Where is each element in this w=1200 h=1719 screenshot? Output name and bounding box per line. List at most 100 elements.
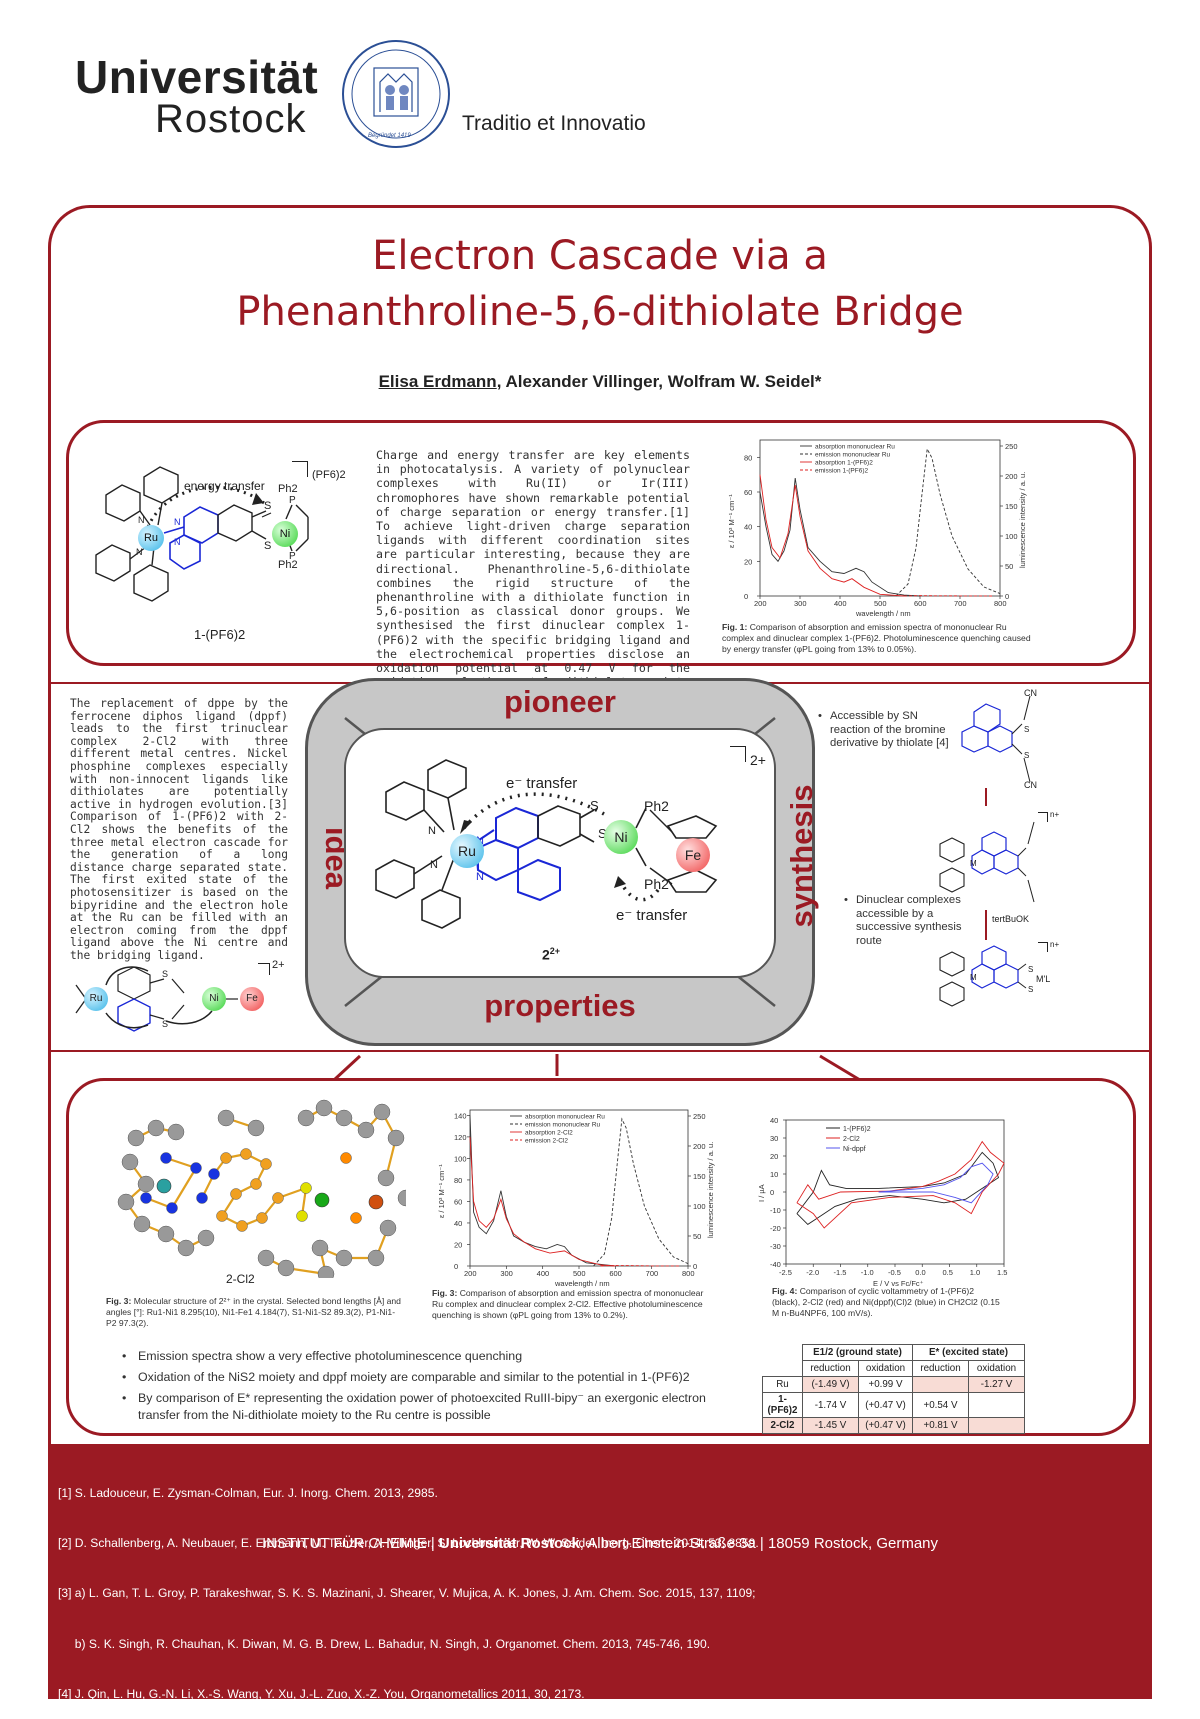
x-tick-label: 300 <box>794 599 807 608</box>
e-transfer-top: e⁻ transfer <box>506 774 577 792</box>
center-charge: 2+ <box>750 752 766 768</box>
synthesis-charge-1: n+ <box>1050 810 1059 819</box>
svg-text:M: M <box>970 859 977 868</box>
legend-entry: emission 1-(PF6)2 <box>815 468 868 475</box>
svg-text:S: S <box>1028 965 1033 974</box>
x-tick-label: 500 <box>874 599 887 608</box>
y2-tick-label: 0 <box>693 1262 697 1271</box>
legend-entry: 2-Cl2 <box>843 1136 860 1143</box>
series-line <box>797 1142 1004 1228</box>
fig3a-label: Fig. 3: <box>106 1296 131 1306</box>
fig4-text: Comparison of cyclic voltammetry of 1-(P… <box>772 1286 1000 1318</box>
legend-entry: emission mononuclear Ru <box>525 1122 601 1129</box>
title-line-2: Phenanthroline-5,6-dithiolate Bridge <box>60 284 1140 340</box>
reference-item: [3] a) L. Gan, T. L. Groy, P. Tarakeshwa… <box>58 1586 1148 1600</box>
idea-ru-atom: Ru <box>84 987 108 1011</box>
svg-text:N: N <box>174 517 181 527</box>
series-line <box>594 1119 689 1266</box>
atom <box>178 1240 194 1256</box>
atom <box>134 1216 150 1232</box>
table-cell: (+0.47 V) <box>859 1418 913 1434</box>
center-label-charge: 2+ <box>550 946 560 956</box>
legend-entry: 1-(PF6)2 <box>843 1126 871 1133</box>
y2-tick-label: 150 <box>1005 502 1018 511</box>
institute-line: INSTITUT FÜR CHEMIE | Universität Rostoc… <box>48 1535 1152 1552</box>
table-cell: (+0.47 V) <box>859 1393 913 1418</box>
series-line <box>896 449 1000 596</box>
y-tick-label: 140 <box>454 1111 467 1120</box>
seal-text: Begründet 1419 <box>368 133 411 139</box>
atom <box>158 1226 174 1242</box>
table-cell <box>969 1418 1025 1434</box>
fig3a-caption: Fig. 3: Molecular structure of 2²⁺ in th… <box>106 1296 404 1329</box>
svg-text:S: S <box>162 1019 168 1029</box>
atom <box>341 1153 352 1164</box>
x-tick-label: -2.0 <box>806 1268 819 1277</box>
ni-atom: Ni <box>272 521 298 547</box>
center-ph2-bottom: Ph2 <box>644 876 669 892</box>
svg-text:N: N <box>428 825 436 837</box>
atom <box>248 1120 264 1136</box>
intro-text: Charge and energy transfer are key eleme… <box>376 448 690 704</box>
x-tick-label: 700 <box>646 1269 659 1278</box>
y-axis-label: ε / 10³ M⁻¹ cm⁻¹ <box>437 1164 446 1218</box>
x-tick-label: 300 <box>500 1269 513 1278</box>
atom <box>336 1110 352 1126</box>
legend-entry: emission 2-Cl2 <box>525 1138 568 1145</box>
institute-address: , Albert-Einstein-Straße 3a | 18059 Rost… <box>580 1535 938 1552</box>
atom <box>316 1100 332 1116</box>
table-header-excited: E* (excited state) <box>913 1345 1025 1361</box>
center-label-number: 2 <box>542 947 550 963</box>
y-tick-label: -20 <box>770 1224 781 1233</box>
structure-1-pf6: S S P P N N N N Ru Ni energy transfer Ph… <box>86 455 366 650</box>
atom <box>209 1169 220 1180</box>
x-tick-label: 500 <box>573 1269 586 1278</box>
atom <box>251 1179 262 1190</box>
svg-text:N: N <box>174 537 181 547</box>
y2-tick-label: 250 <box>1005 442 1018 451</box>
atom <box>301 1183 312 1194</box>
subheader-cell: reduction <box>803 1361 859 1377</box>
series-line <box>797 1152 999 1224</box>
fig3a-text: Molecular structure of 2²⁺ in the crysta… <box>106 1296 401 1328</box>
x-axis-label: wavelength / nm <box>554 1279 610 1288</box>
bracket-1 <box>292 461 308 477</box>
atom <box>138 1176 154 1192</box>
y-tick-label: 60 <box>454 1197 462 1206</box>
atom <box>258 1250 274 1266</box>
subheader-cell: oxidation <box>969 1361 1025 1377</box>
y-tick-label: 10 <box>770 1170 778 1179</box>
atom <box>318 1266 334 1278</box>
center-fe-atom: Fe <box>676 838 710 872</box>
logo-line-1: Universität <box>75 55 318 99</box>
y-tick-label: 0 <box>770 1188 774 1197</box>
logo-line-2: Rostock <box>75 99 318 139</box>
legend-entry: absorption 2-Cl2 <box>525 1130 573 1137</box>
table-cell: -1.74 V <box>803 1393 859 1418</box>
crystal-label: 2-Cl2 <box>226 1272 255 1286</box>
y-tick-label: -10 <box>770 1206 781 1215</box>
fig4-caption: Fig. 4: Comparison of cyclic voltammetry… <box>772 1286 1004 1319</box>
svg-text:S: S <box>264 500 271 512</box>
synthesis-bracket-1 <box>1038 812 1048 822</box>
svg-text:P: P <box>289 495 296 506</box>
first-author: Elisa Erdmann <box>379 372 497 391</box>
atom <box>278 1260 294 1276</box>
atom <box>257 1213 268 1224</box>
x-axis-label: wavelength / nm <box>855 609 911 618</box>
atom <box>128 1130 144 1146</box>
other-authors: , Alexander Villinger, Wolfram W. Seidel… <box>497 372 822 391</box>
result-item: Emission spectra show a very effective p… <box>120 1348 740 1365</box>
idea-scheme: S S Ru Ni Fe 2+ <box>62 955 292 1035</box>
y-axis-label: ε / 10³ M⁻¹ cm⁻¹ <box>727 494 736 548</box>
crystal-structure <box>106 1098 406 1278</box>
x-tick-label: -1.0 <box>861 1268 874 1277</box>
subheader-cell: oxidation <box>859 1361 913 1377</box>
x-tick-label: -0.5 <box>888 1268 901 1277</box>
x-tick-label: 600 <box>914 599 927 608</box>
atom <box>273 1193 284 1204</box>
center-ph2-top: Ph2 <box>644 798 669 814</box>
x-tick-label: 600 <box>609 1269 622 1278</box>
references: [1] S. Ladouceur, E. Zysman-Colman, Eur.… <box>58 1450 1148 1719</box>
